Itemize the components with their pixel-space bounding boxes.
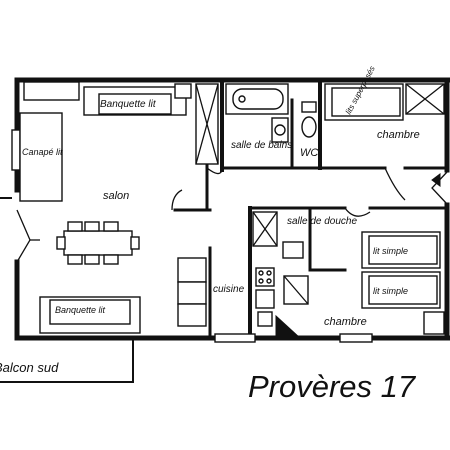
shower-kitchen-fixtures — [252, 211, 309, 339]
doors — [16, 167, 448, 263]
label-banquette-top: Banquette lit — [100, 99, 157, 110]
label-canape: Canapé lit — [22, 147, 63, 157]
interior-walls — [173, 78, 449, 340]
bedroom-top-furniture — [324, 83, 445, 121]
label-cuisine: cuisine — [213, 284, 245, 295]
bedroom-bottom-furniture — [361, 231, 445, 335]
label-wc: WC — [300, 147, 318, 159]
label-lit-simple-1: lit simple — [373, 246, 408, 256]
label-salon: salon — [103, 190, 129, 202]
bathroom-fixtures — [225, 83, 317, 143]
balcony-outline — [0, 197, 134, 383]
windows — [11, 129, 373, 343]
label-balcony: Balcon sud — [0, 360, 59, 375]
salon-furniture — [19, 81, 219, 334]
plan-title: Provères 17 — [248, 369, 417, 404]
label-salle-de-bains: salle de bains — [231, 140, 292, 151]
label-chambre-top: chambre — [377, 129, 420, 141]
outer-walls — [14, 77, 450, 341]
label-banquette-bottom: Banquette lit — [55, 305, 106, 315]
label-chambre-bottom: chambre — [324, 316, 367, 328]
label-canape-text: Canapé lit — [22, 147, 63, 157]
label-salle-de-douche: salle de douche — [287, 216, 357, 227]
label-lit-simple-2: lit simple — [373, 286, 408, 296]
